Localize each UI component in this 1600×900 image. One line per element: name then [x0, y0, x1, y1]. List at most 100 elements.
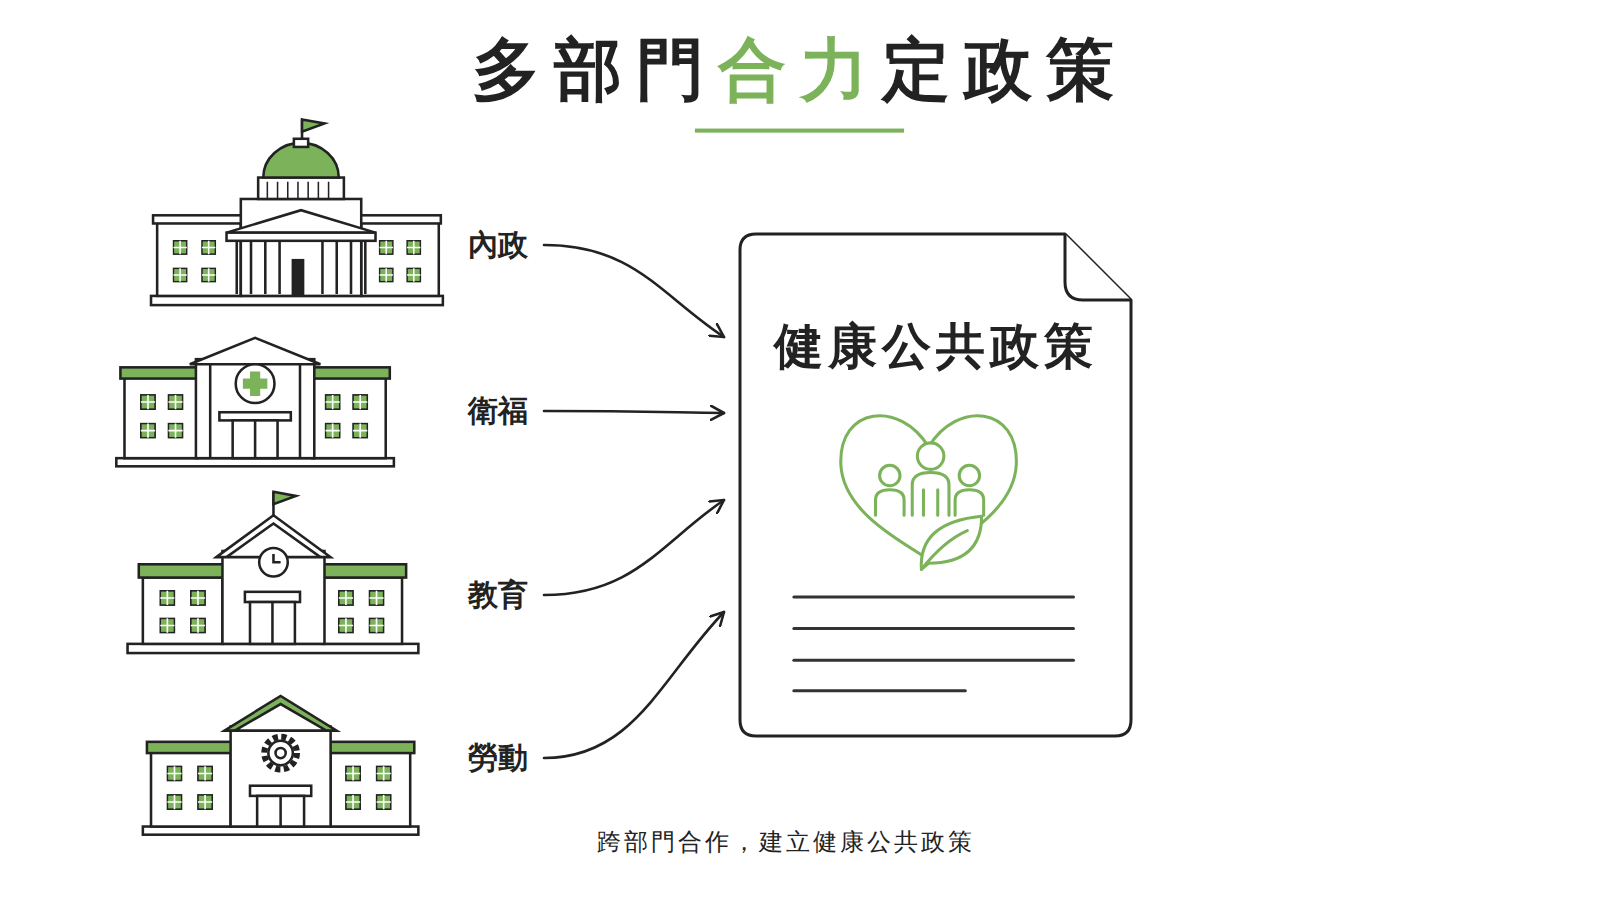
- capitol-building-part: [294, 139, 308, 147]
- document-outline: [738, 232, 1133, 738]
- factory-building-part: [257, 796, 304, 827]
- school-building-part: [273, 554, 280, 562]
- hospital-building-part: [312, 378, 385, 459]
- school-building-part: [227, 523, 321, 557]
- flow-arrow: [544, 612, 724, 758]
- health-heart-icon-part: [921, 531, 967, 570]
- hospital-building-part: [209, 364, 212, 458]
- title-underline: [695, 129, 904, 133]
- health-heart-icon-part: [880, 465, 900, 485]
- capitol-building-part: [293, 260, 303, 294]
- school-building-part: [128, 644, 419, 653]
- factory-building-part: [224, 696, 336, 731]
- school-building-part: [216, 515, 330, 557]
- factory-building-part: [377, 766, 391, 780]
- department-label: 教育: [460, 573, 536, 617]
- school-building-part: [339, 618, 353, 632]
- hospital-building-part: [353, 423, 367, 437]
- capitol-building-part: [227, 233, 376, 241]
- hospital-building-part: [254, 420, 257, 458]
- factory-building-part: [231, 727, 331, 827]
- school-building-part: [339, 591, 353, 605]
- diagram-title: 多部門合力定政策: [0, 26, 1600, 114]
- hospital-building-part: [233, 420, 278, 458]
- school-building-part: [318, 564, 406, 577]
- capitol-building-part: [407, 241, 420, 254]
- hospital-building-part: [243, 371, 267, 395]
- factory-building-part: [279, 796, 282, 827]
- capitol-building: [151, 119, 443, 305]
- hospital-building-part: [168, 423, 182, 437]
- department-label: 內政: [460, 223, 536, 267]
- factory-building-part: [377, 795, 391, 809]
- school-building-part: [250, 602, 295, 644]
- school-building-part: [191, 618, 205, 632]
- department-label: 衛福: [460, 389, 536, 433]
- school-building: [128, 492, 419, 653]
- document-text-lines-part: [794, 689, 965, 692]
- document-text-lines: [794, 597, 1074, 691]
- capitol-building-part: [173, 241, 186, 254]
- factory-building-part: [327, 742, 415, 753]
- capitol-building-part: [357, 215, 441, 223]
- diagram-caption: 跨部門合作，建立健康公共政策: [436, 826, 1136, 858]
- school-building-part: [160, 618, 174, 632]
- factory-building-part: [167, 795, 181, 809]
- capitol-building-part: [302, 119, 324, 131]
- document-fold: [1065, 234, 1131, 300]
- factory-building-part: [198, 795, 212, 809]
- school-building-part: [191, 591, 205, 605]
- department-name: 衛福: [460, 389, 536, 433]
- school-building-part: [139, 564, 227, 577]
- capitol-building-part: [407, 268, 420, 281]
- health-heart-icon-part: [955, 490, 984, 516]
- factory-building: [143, 696, 419, 835]
- department-name: 勞動: [460, 736, 536, 780]
- capitol-building-part: [361, 221, 439, 295]
- document-text-lines-part: [794, 627, 1074, 630]
- capitol-building-part: [173, 268, 186, 281]
- school-building-part: [245, 592, 300, 602]
- school-building-part: [271, 602, 274, 644]
- hospital-building-part: [141, 423, 155, 437]
- factory-building-part: [143, 827, 419, 835]
- hospital-building-part: [326, 395, 340, 409]
- capitol-building-part: [157, 221, 241, 295]
- document-text-lines-part: [794, 659, 1074, 662]
- hospital-building-part: [353, 395, 367, 409]
- capitol-building-part: [241, 199, 361, 296]
- hospital-building-part: [116, 458, 394, 466]
- school-building-part: [222, 551, 324, 644]
- school-building-part: [259, 548, 288, 577]
- factory-building-part: [264, 737, 297, 770]
- department-label: 勞動: [460, 736, 536, 780]
- hospital-building-part: [196, 359, 314, 458]
- hospital-building-part: [326, 423, 340, 437]
- factory-building-part: [167, 766, 181, 780]
- health-heart-icon: [841, 416, 1017, 570]
- hospital-building-part: [219, 412, 290, 420]
- health-heart-icon-part: [876, 490, 905, 516]
- capitol-building-part: [202, 241, 215, 254]
- hospital-building-part: [236, 364, 275, 403]
- school-building-part: [160, 591, 174, 605]
- hospital-building-part: [124, 378, 197, 459]
- factory-building-part: [151, 752, 231, 826]
- health-heart-icon-part: [921, 516, 981, 569]
- hospital-building-part: [141, 395, 155, 409]
- document-border: [740, 234, 1131, 736]
- health-heart-icon-part: [912, 472, 949, 515]
- capitol-building-part: [202, 268, 215, 281]
- capitol-building-part: [153, 215, 243, 223]
- health-heart-icon-part: [923, 490, 937, 516]
- school-building-part: [322, 578, 402, 644]
- school-building-part: [369, 618, 383, 632]
- capitol-building-part: [237, 241, 366, 294]
- factory-building-part: [346, 766, 360, 780]
- policy-document: 健康公共政策: [738, 232, 1133, 738]
- hospital-building-part: [120, 367, 202, 378]
- factory-building-part: [250, 786, 311, 796]
- hospital-building-part: [168, 395, 182, 409]
- factory-building-part: [346, 795, 360, 809]
